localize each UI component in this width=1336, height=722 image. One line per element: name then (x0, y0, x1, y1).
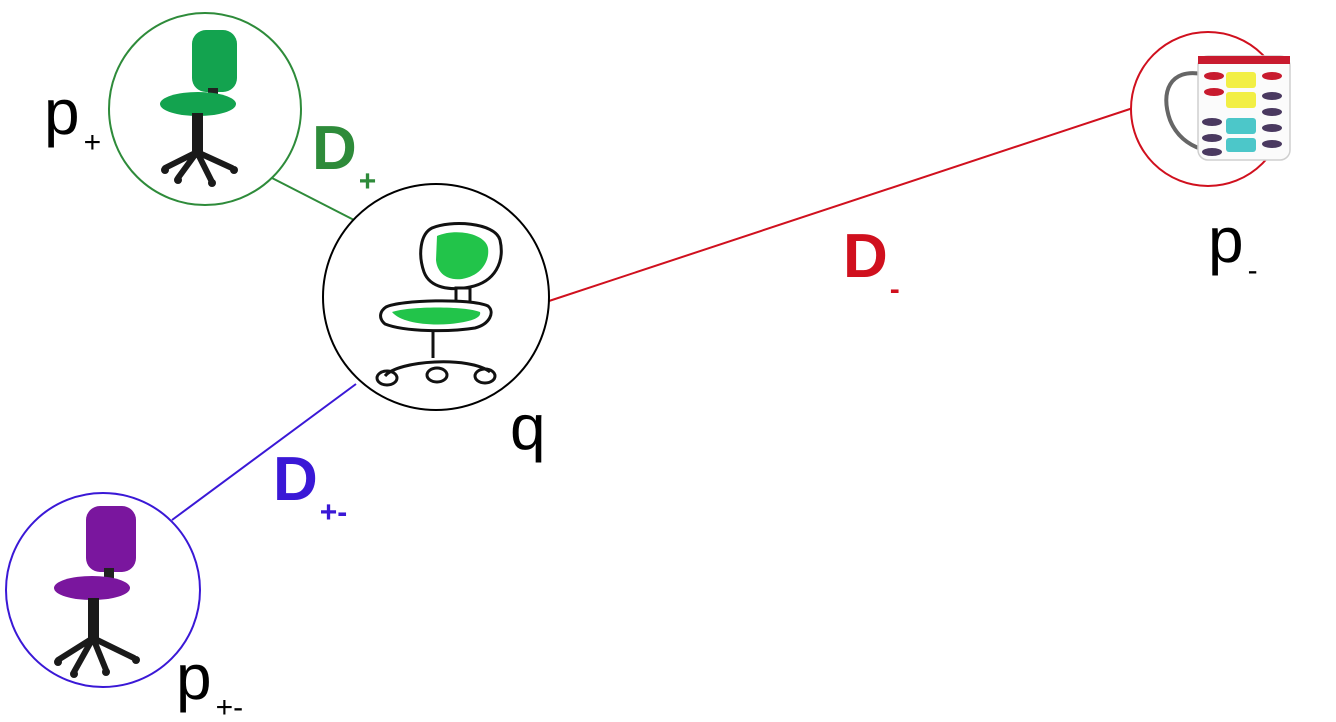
edge-positive (272, 178, 354, 220)
label-p-positive-base: p (44, 76, 80, 148)
node-mixed (6, 493, 200, 687)
label-d-mixed-base: D (273, 445, 318, 514)
label-d-positive-base: D (312, 114, 357, 183)
label-d-mixed: D+- (273, 449, 347, 511)
label-d-negative-sub: - (890, 273, 900, 306)
label-p-mixed-sub: +- (216, 691, 244, 722)
label-p-negative-base: p (1208, 204, 1244, 276)
label-d-positive-sub: + (359, 165, 377, 198)
label-q: q (510, 395, 546, 459)
label-p-mixed: p+- (176, 645, 243, 709)
label-q-text: q (510, 391, 546, 463)
label-p-negative-sub: - (1248, 254, 1258, 287)
node-query (323, 184, 549, 410)
label-p-positive: p+ (44, 80, 101, 144)
node-positive (109, 13, 301, 205)
label-d-positive: D+ (312, 118, 376, 180)
label-d-negative: D- (843, 226, 900, 288)
label-p-mixed-base: p (176, 641, 212, 713)
label-p-negative: p- (1208, 208, 1258, 272)
node-negative (1131, 32, 1290, 186)
label-p-positive-sub: + (84, 126, 102, 159)
label-d-negative-base: D (843, 222, 888, 291)
label-d-mixed-sub: +- (320, 496, 348, 529)
edge-negative (549, 108, 1133, 301)
